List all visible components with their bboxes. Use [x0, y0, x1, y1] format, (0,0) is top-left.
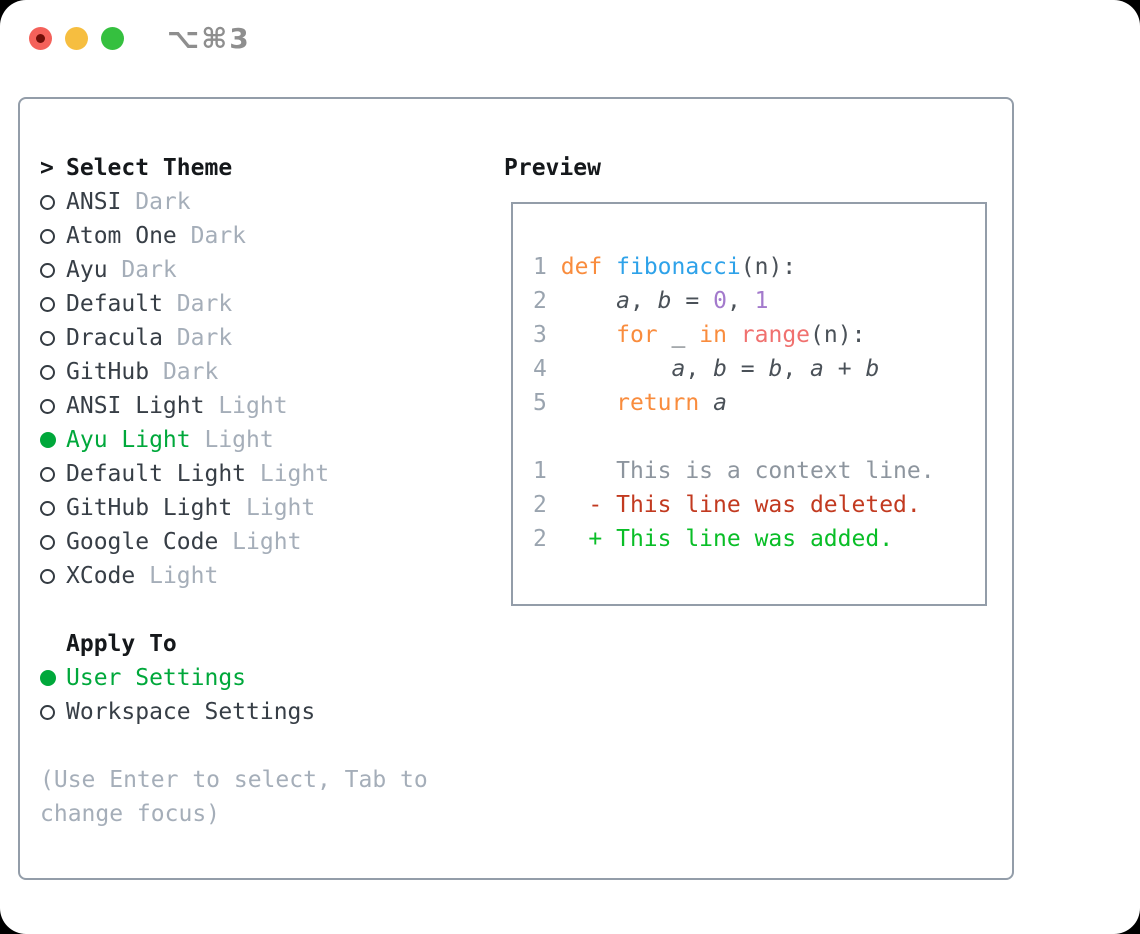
titlebar: [29, 27, 124, 50]
apply-item-workspace-settings[interactable]: Workspace Settings: [40, 695, 428, 729]
window-title-shortcut: ⌥⌘3: [167, 22, 251, 55]
code-line: 1 def fibonacci(n):: [533, 254, 797, 280]
theme-item-ayu[interactable]: Ayu Dark: [40, 253, 428, 287]
theme-item-atom-one[interactable]: Atom One Dark: [40, 219, 428, 253]
spacer: [40, 729, 428, 763]
focus-caret-icon: >: [40, 155, 54, 181]
minimize-button-icon[interactable]: [65, 27, 88, 50]
close-button-icon[interactable]: [29, 27, 52, 50]
select-theme-title: Select Theme: [66, 155, 233, 181]
apply-item-user-settings[interactable]: User Settings: [40, 661, 428, 695]
radio-icon: [40, 432, 56, 448]
hint-text-line1: (Use Enter to select, Tab to: [40, 767, 428, 793]
theme-picker-panel: > Select Theme ANSI Dark Atom One Dark A…: [18, 97, 1014, 880]
theme-item-ansi[interactable]: ANSI Dark: [40, 185, 428, 219]
select-theme-header: > Select Theme: [40, 151, 428, 185]
blank-line: [533, 216, 985, 250]
radio-icon: [40, 364, 55, 380]
theme-item-google-code[interactable]: Google Code Light: [40, 525, 428, 559]
theme-list: ANSI Dark Atom One Dark Ayu Dark Default…: [40, 185, 428, 593]
apply-to-header: Apply To: [40, 627, 428, 661]
radio-icon: [40, 228, 55, 244]
theme-item-ansi-light[interactable]: ANSI Light Light: [40, 389, 428, 423]
preview-box: 1 def fibonacci(n): 2 a, b = 0, 1 3 for _ …: [511, 202, 987, 606]
apply-to-title: Apply To: [66, 631, 177, 657]
radio-icon: [40, 296, 55, 312]
diff-line-deleted: 2 - This line was deleted.: [533, 492, 921, 518]
spacer: [40, 593, 428, 627]
radio-icon: [40, 704, 55, 720]
preview-title: Preview: [504, 155, 601, 181]
code-line: 4 a, b = b, a + b: [533, 356, 880, 382]
preview-code: 1 def fibonacci(n): 2 a, b = 0, 1 3 for _ …: [513, 204, 985, 556]
hint-text-line2: change focus): [40, 801, 221, 827]
blank-line: [533, 420, 985, 454]
radio-icon: [40, 466, 55, 482]
radio-icon: [40, 330, 55, 346]
theme-item-xcode[interactable]: XCode Light: [40, 559, 428, 593]
radio-icon: [40, 670, 56, 686]
theme-item-dracula[interactable]: Dracula Dark: [40, 321, 428, 355]
code-line: 3 for _ in range(n):: [533, 322, 866, 348]
radio-icon: [40, 568, 55, 584]
left-column: > Select Theme ANSI Dark Atom One Dark A…: [40, 151, 428, 831]
theme-item-ayu-light[interactable]: Ayu Light Light: [40, 423, 428, 457]
zoom-button-icon[interactable]: [101, 27, 124, 50]
code-line: 2 a, b = 0, 1: [533, 288, 769, 314]
radio-icon: [40, 534, 55, 550]
apply-to-list: User Settings Workspace Settings: [40, 661, 428, 729]
theme-item-github-light[interactable]: GitHub Light Light: [40, 491, 428, 525]
code-line: 5 return a: [533, 390, 727, 416]
radio-icon: [40, 500, 55, 516]
theme-item-github[interactable]: GitHub Dark: [40, 355, 428, 389]
diff-line-context: 1 This is a context line.: [533, 458, 935, 484]
diff-line-added: 2 + This line was added.: [533, 526, 894, 552]
theme-item-default-light[interactable]: Default Light Light: [40, 457, 428, 491]
radio-icon: [40, 194, 55, 210]
theme-item-default[interactable]: Default Dark: [40, 287, 428, 321]
radio-icon: [40, 262, 55, 278]
radio-icon: [40, 398, 55, 414]
